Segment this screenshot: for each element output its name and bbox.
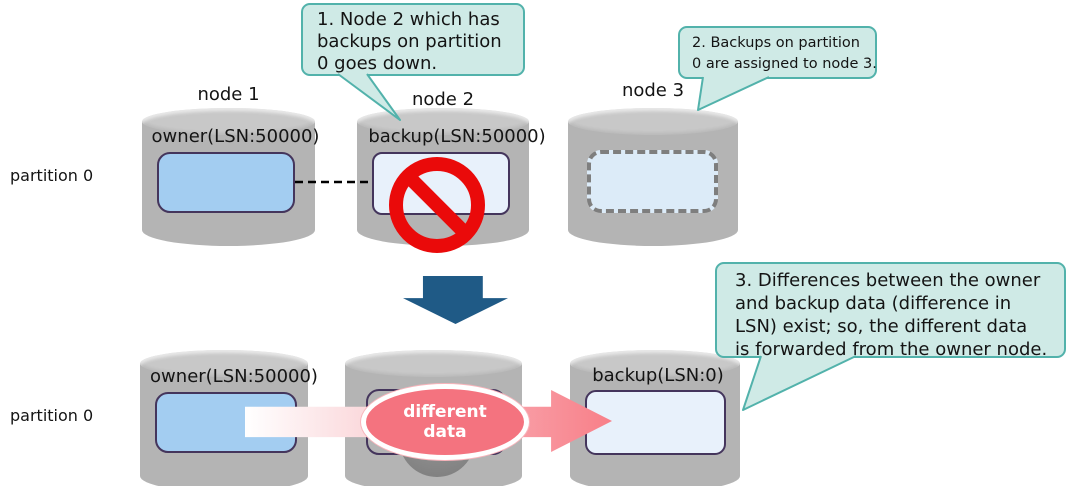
different-data-label: different data	[403, 402, 487, 442]
cylinder-cap	[568, 108, 738, 135]
cylinder-cap	[142, 108, 315, 135]
callout-2-backups-assigned: 2. Backups on partition 0 are assigned t…	[678, 26, 877, 79]
cylinder-cap	[345, 350, 522, 377]
different-data-ellipse: different data	[361, 384, 529, 460]
owner-box-label-top: owner(LSN:50000)	[151, 126, 320, 147]
prohibition-icon	[389, 157, 485, 253]
callout-3-diff-forwarded: 3. Differences between the owner and bac…	[715, 262, 1066, 360]
backup-box-label-top: backup(LSN:50000)	[368, 126, 546, 147]
cylinder-cap	[570, 350, 740, 377]
partition-0-label-bottom: partition 0	[10, 406, 94, 425]
owner-partition-box-top	[157, 152, 295, 213]
partition-0-label-top: partition 0	[10, 166, 94, 185]
owner-box-label-bottom: owner(LSN:50000)	[150, 366, 318, 387]
backup-box-label-bottom: backup(LSN:0)	[592, 365, 724, 386]
node-2-label: node 2	[411, 89, 475, 110]
node-1-label: node 1	[197, 84, 260, 105]
callout-1-node2-down: 1. Node 2 which has backups on partition…	[301, 3, 525, 76]
prohibition-slash	[405, 173, 469, 237]
transition-down-arrow-icon	[403, 276, 508, 324]
cylinder-cap	[140, 350, 308, 377]
callout-3-tail	[742, 355, 857, 411]
node-3-label: node 3	[621, 80, 685, 101]
assigned-backup-box-dashed	[587, 150, 718, 213]
